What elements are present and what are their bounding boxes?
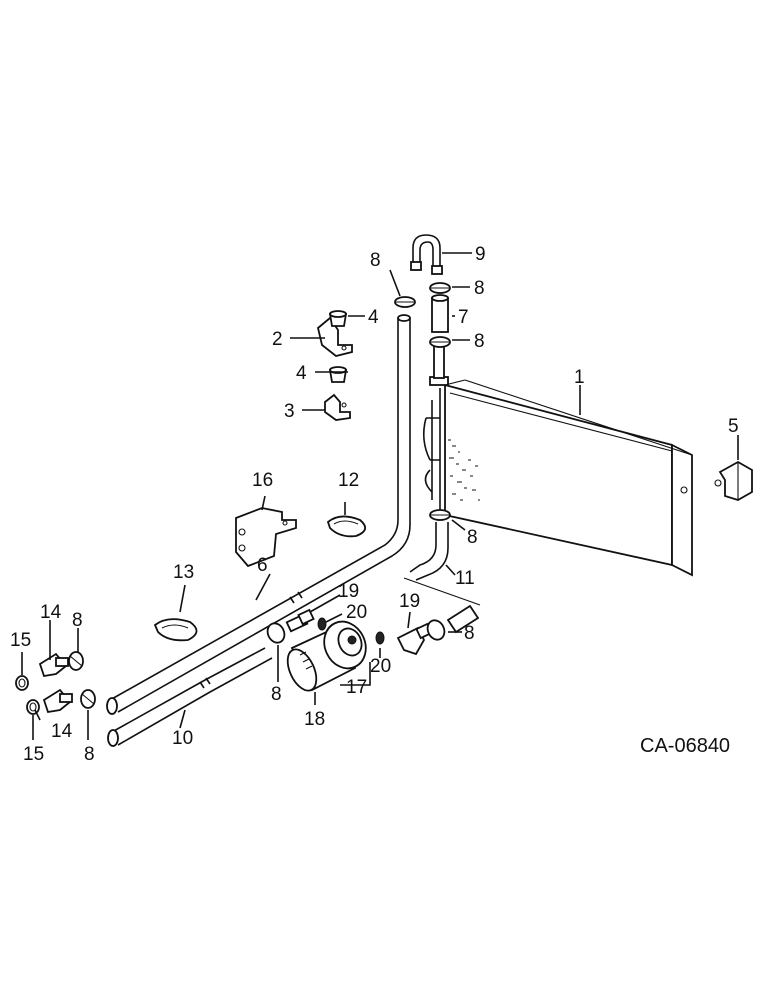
callout-20-right: 20 [370,656,391,677]
callout-19-left: 19 [338,581,359,602]
callout-16: 16 [252,470,273,491]
callout-9: 9 [475,244,486,265]
fitting-19-left [285,608,315,633]
clamp-8-left-lower [80,689,96,709]
bracket-3 [324,393,351,421]
filter-head-17 [323,620,367,670]
callout-labels: 1 2 3 4 4 5 6 7 8 8 8 8 8 8 8 8 9 10 11 … [10,244,739,765]
callout-8-c: 8 [474,331,485,352]
grommet-4-bottom [328,366,348,383]
plug-15-upper [15,675,29,691]
clip-12 [326,515,366,538]
callout-11: 11 [455,568,475,589]
clamp-8-left-tube [394,296,416,308]
callout-7: 7 [458,307,469,328]
hose-7 [431,294,449,333]
hose-9 [410,234,443,275]
callout-8-b: 8 [474,278,485,299]
callout-15-upper: 15 [10,630,31,651]
callout-19-right: 19 [399,591,420,612]
callout-15-lower: 15 [23,744,44,765]
callout-1: 1 [574,367,585,388]
pipe-6 [106,314,411,715]
callout-10: 10 [172,728,193,749]
callout-3: 3 [284,401,295,422]
oil-cooler-core [422,339,693,577]
callout-5: 5 [728,416,739,437]
plug-15-lower [26,699,40,715]
elbow-14-upper [38,652,69,678]
clamp-8-right [426,619,446,641]
callout-2: 2 [272,329,283,350]
callout-4-top: 4 [368,307,379,328]
grommet-4-top [328,310,348,327]
clamp-8-left-upper [68,651,84,671]
callout-13: 13 [173,562,194,583]
callout-8-g: 8 [72,610,83,631]
seal-20-left [317,617,327,631]
seal-20-right [375,631,385,645]
drawing-code: CA-06840 [640,735,730,757]
callout-20-left: 20 [346,602,367,623]
callout-6: 6 [257,555,268,576]
callout-8-a: 8 [370,250,381,271]
cooler-fins [448,439,480,501]
callout-8-f: 8 [271,684,282,705]
clamp-8-top [429,282,451,294]
callout-8-e: 8 [464,623,475,644]
callout-12: 12 [338,470,359,491]
callout-17: 17 [346,677,367,698]
hose-short-right [446,604,480,634]
clip-13 [153,618,198,642]
callout-4-bottom: 4 [296,363,307,384]
callout-8-d: 8 [467,527,478,548]
elbow-14-lower [42,688,73,714]
pipe-10 [107,647,273,747]
callout-18: 18 [304,709,325,730]
fitting-19-right [396,622,433,656]
bracket-16 [235,507,297,568]
clamp-8-mid [429,336,451,348]
leader-lines [21,252,739,740]
bracket-5 [714,460,753,501]
clamp-8-filter-left [266,622,286,644]
callout-14-upper: 14 [40,602,62,623]
clamp-8-lower [429,509,451,521]
hose-11 [409,522,449,581]
callout-14-lower: 14 [51,721,73,742]
callout-8-h: 8 [84,744,95,765]
